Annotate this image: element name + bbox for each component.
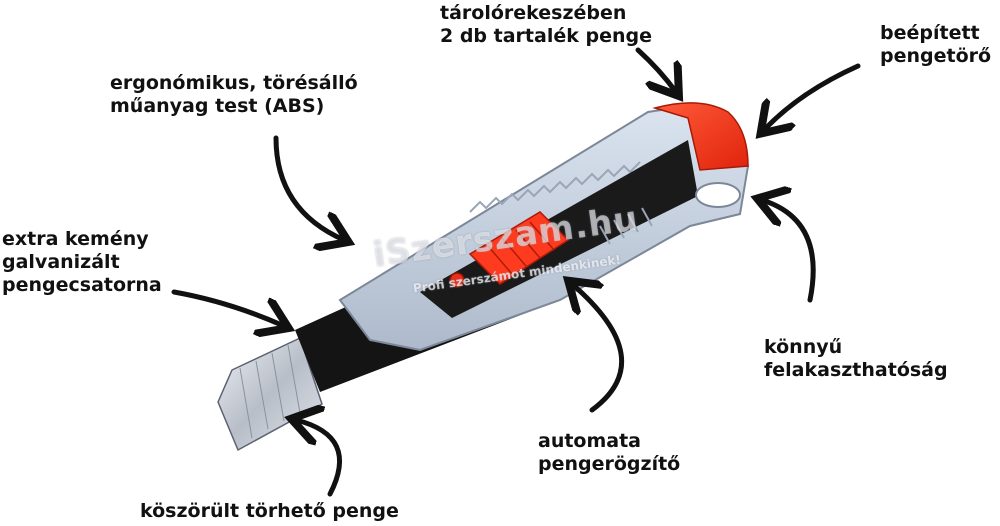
label-lock: automata pengerögzítő (538, 430, 681, 475)
blade-lock-slider (468, 211, 570, 285)
arrow-storage (635, 47, 676, 92)
label-breaker: beépített pengetörő (880, 22, 992, 67)
callout-arrows (171, 47, 861, 497)
arrow-breaker (764, 63, 861, 130)
arrow-body (273, 135, 344, 240)
arrow-channel (171, 289, 284, 326)
arrow-hanging (762, 200, 816, 303)
label-channel: extra kemény galvanizált pengecsatorna (2, 228, 162, 296)
arrow-blade (296, 420, 342, 497)
lock-button (449, 272, 465, 288)
label-storage: tárolórekeszében 2 db tartalék penge (440, 2, 652, 47)
label-hanging: könnyű felakaszthatóság (764, 336, 948, 381)
arrow-lock (572, 284, 625, 413)
label-blade: köszörült törhető penge (140, 500, 399, 522)
blade (217, 336, 323, 452)
end-cap (652, 102, 749, 171)
label-body: ergonómikus, törésálló műanyag test (ABS… (110, 72, 358, 117)
